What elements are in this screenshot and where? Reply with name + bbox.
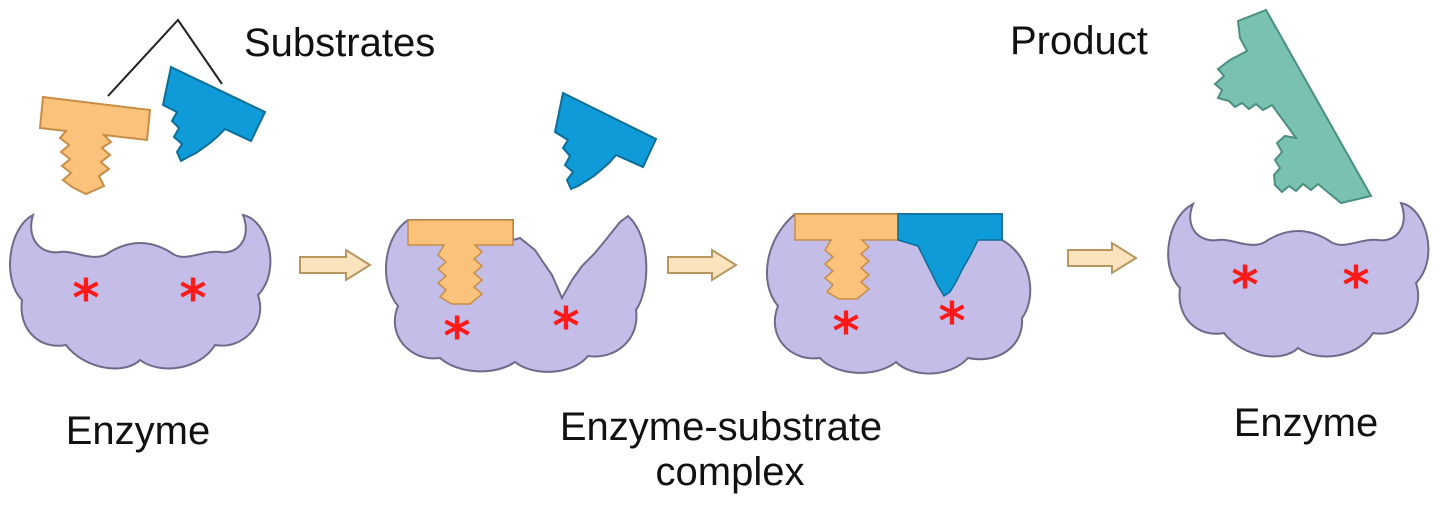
orange-substrate-bound <box>794 213 899 300</box>
active-site-marker: * <box>552 297 579 357</box>
stage-3-enzyme-substrate-complex: * * Enzyme-substrate complex <box>560 213 1032 494</box>
blue-substrate <box>553 91 658 191</box>
complex-label-line-2: complex <box>656 450 805 494</box>
active-site-marker: * <box>72 269 99 329</box>
enzyme-body-left <box>9 213 272 370</box>
active-site-marker: * <box>179 269 206 329</box>
substrates-label: Substrates <box>244 21 435 65</box>
orange-substrate <box>38 95 152 196</box>
blue-substrate-bound <box>897 213 1003 298</box>
stage-4-product-release: Product * * Enzyme <box>1010 8 1430 445</box>
substrates-bracket-line <box>107 18 223 97</box>
enzyme-body-right <box>1167 201 1430 358</box>
orange-substrate-bound <box>407 219 514 305</box>
active-site-marker: * <box>443 307 470 367</box>
stage-2-partial-binding: * * <box>385 91 658 373</box>
stage-1-free-enzyme: Substrates * * Enzyme <box>9 18 435 453</box>
active-site-marker: * <box>832 302 859 362</box>
product-molecule <box>1213 8 1373 205</box>
product-label: Product <box>1010 19 1148 63</box>
enzyme-label-right: Enzyme <box>1234 401 1379 445</box>
active-site-marker: * <box>1231 256 1258 316</box>
blue-substrate <box>161 65 267 163</box>
reaction-arrow-2 <box>667 248 738 282</box>
enzyme-label-left: Enzyme <box>66 409 211 453</box>
complex-label-line-1: Enzyme-substrate <box>560 405 882 449</box>
reaction-arrow-3 <box>1067 241 1138 275</box>
active-site-marker: * <box>1342 256 1369 316</box>
active-site-marker: * <box>938 292 965 352</box>
reaction-arrow-1 <box>299 248 372 282</box>
